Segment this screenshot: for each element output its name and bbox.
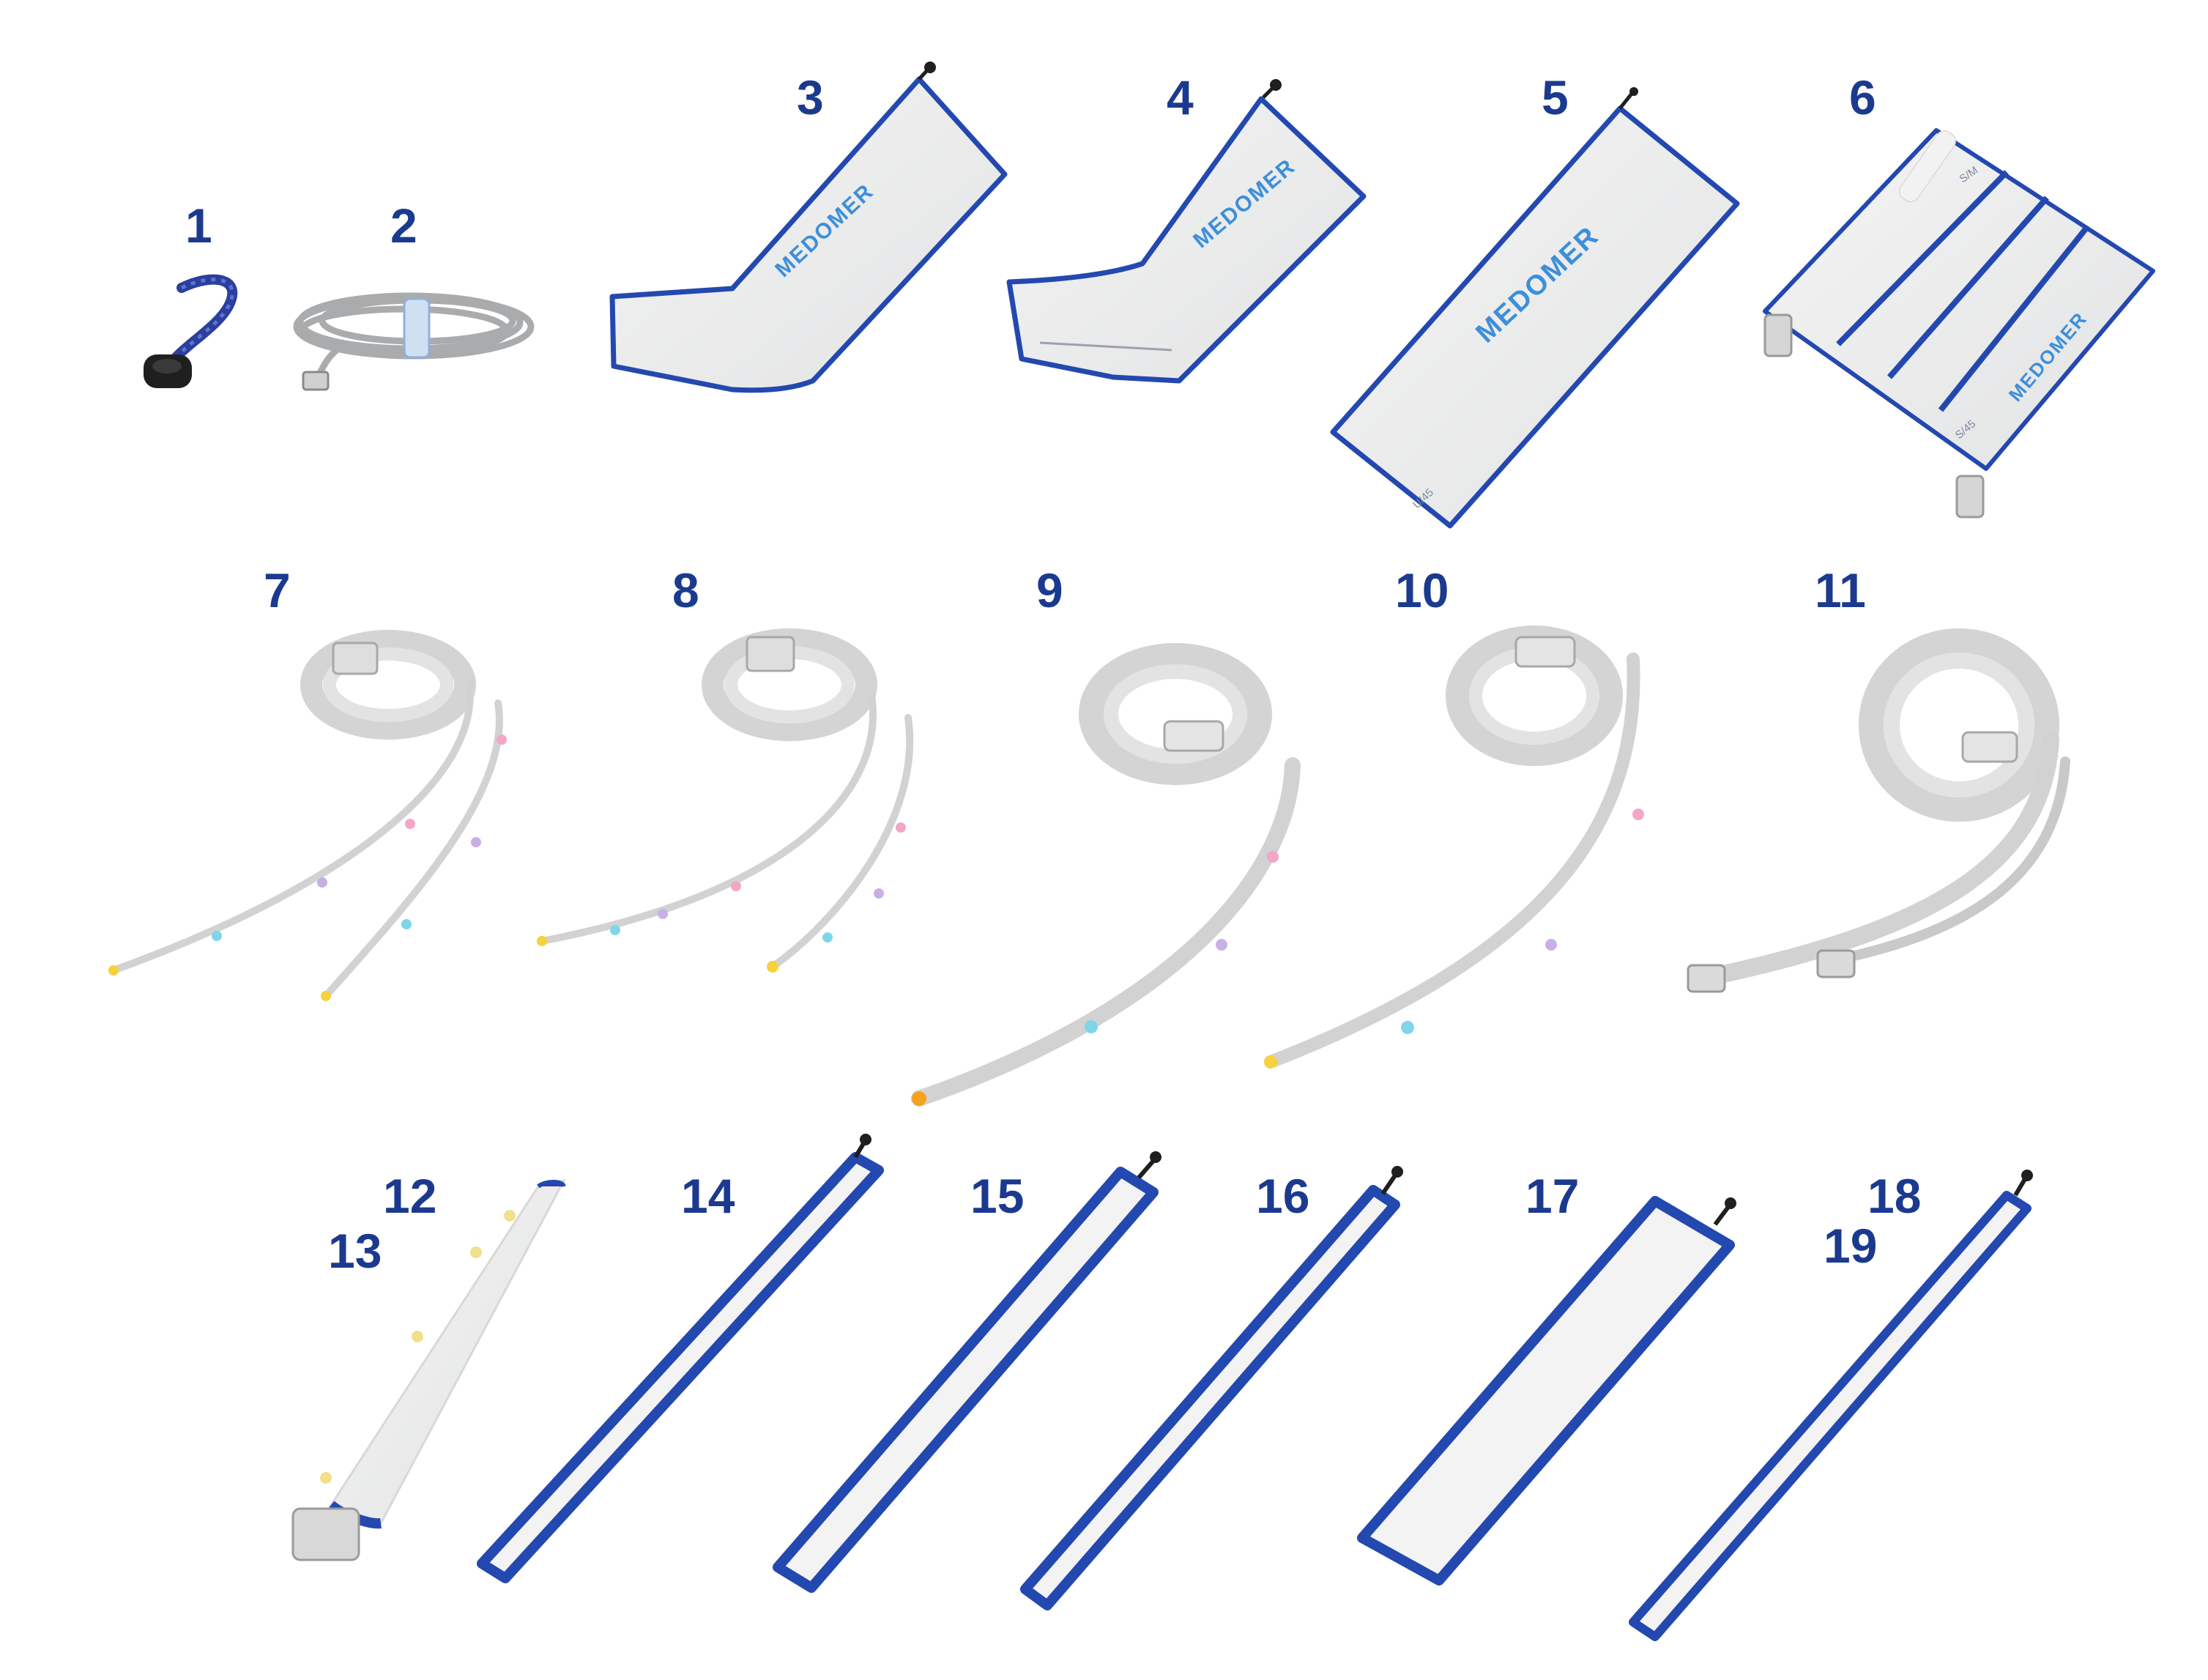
label-7: 7 <box>264 563 291 617</box>
item-2-power-cable <box>293 292 535 391</box>
label-15: 15 <box>970 1169 1025 1223</box>
item-4-leg-sleeve: MEDOMER <box>1006 79 1367 384</box>
item-9-hose <box>911 643 1301 1107</box>
item-18-19-strap <box>1629 1170 2033 1641</box>
item-16-strap <box>1020 1166 1403 1610</box>
item-15-strap <box>773 1151 1161 1593</box>
item-10-hose <box>1264 625 1644 1068</box>
label-8: 8 <box>672 563 699 617</box>
label-5: 5 <box>1542 70 1569 124</box>
label-2: 2 <box>390 198 417 253</box>
item-8-hose <box>537 628 914 973</box>
label-18: 18 <box>1867 1169 1922 1223</box>
label-6: 6 <box>1849 70 1876 124</box>
item-17-wide-strap <box>1357 1196 1736 1586</box>
label-14: 14 <box>681 1169 735 1223</box>
label-19: 19 <box>1824 1219 1878 1273</box>
label-11: 11 <box>1815 563 1866 617</box>
label-12: 12 <box>383 1169 437 1223</box>
label-13: 13 <box>328 1224 382 1278</box>
item-12-13-rolled-sleeve <box>291 1178 566 1561</box>
label-10: 10 <box>1395 563 1449 617</box>
label-4: 4 <box>1167 70 1194 124</box>
label-17: 17 <box>1525 1169 1580 1223</box>
item-7-hose <box>108 630 507 1001</box>
item-11-hose <box>1687 628 2070 993</box>
label-1: 1 <box>185 198 212 253</box>
item-5-full-leg-sleeve: MEDOMER U/45 <box>1330 87 1740 529</box>
item-6-jacket: MEDOMER S/M S/45 <box>1763 128 2155 519</box>
item-14-strap <box>477 1134 884 1583</box>
label-3: 3 <box>797 70 824 124</box>
label-16: 16 <box>1256 1169 1310 1223</box>
item-3-arm-sleeve: MEDOMER <box>609 62 1008 393</box>
label-9: 9 <box>1036 563 1063 617</box>
item-1-zipper-pull <box>144 274 238 388</box>
